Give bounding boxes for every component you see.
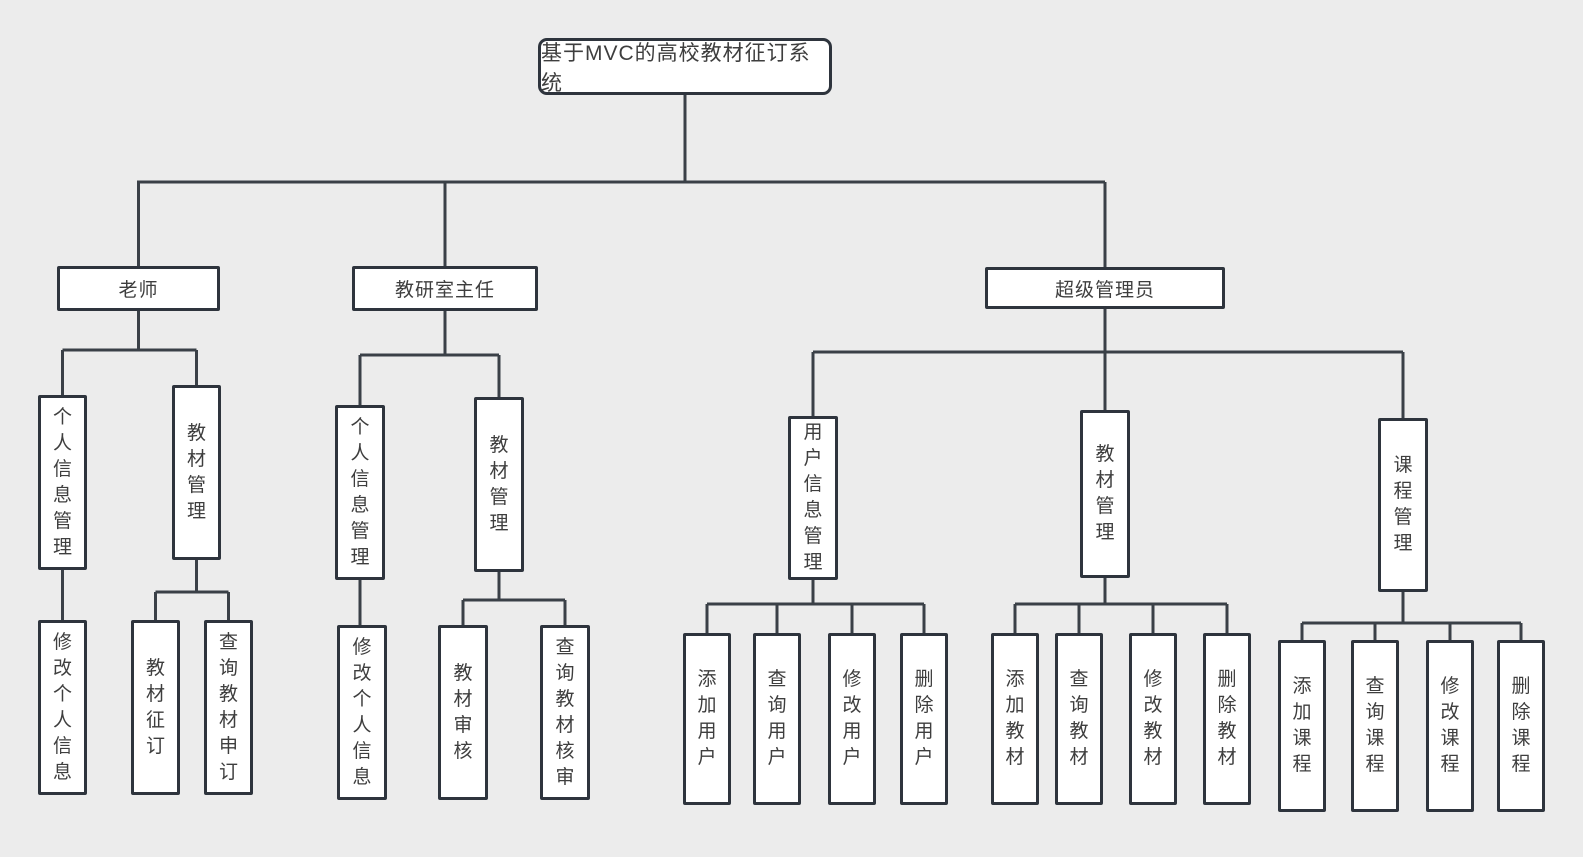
action-node-admin-user-delete-label: 删除用户: [914, 669, 934, 768]
root-node: 基于MVC的高校教材征订系统: [538, 38, 832, 95]
action-node-teacher-order-textbook-label: 教材征订: [145, 657, 165, 757]
action-node-admin-textbook-add-label: 添加教材: [1005, 669, 1025, 768]
module-node-director-textbook-label: 教材管理: [489, 434, 509, 534]
branch-node-director: 教研室主任: [352, 266, 538, 311]
module-node-teacher-profile: 个人信息管理: [38, 395, 87, 570]
module-node-director-profile: 个人信息管理: [335, 405, 385, 580]
action-node-admin-textbook-query: 查询教材: [1055, 633, 1103, 805]
action-node-admin-course-query-label: 查询课程: [1365, 676, 1385, 775]
action-node-admin-course-query: 查询课程: [1351, 640, 1399, 812]
action-node-admin-textbook-delete-label: 删除教材: [1217, 669, 1237, 768]
action-node-director-edit-profile: 修改个人信息: [337, 625, 387, 800]
action-node-teacher-order-textbook: 教材征订: [131, 620, 180, 795]
action-node-teacher-edit-profile: 修改个人信息: [38, 620, 87, 795]
module-node-admin-course: 课程管理: [1378, 418, 1428, 592]
action-node-director-edit-profile-label: 修改个人信息: [352, 636, 372, 788]
module-node-admin-course-label: 课程管理: [1393, 455, 1413, 554]
module-node-director-profile-label: 个人信息管理: [350, 416, 370, 568]
action-node-admin-textbook-edit-label: 修改教材: [1143, 669, 1163, 768]
action-node-admin-user-query-label: 查询用户: [767, 669, 787, 768]
module-node-teacher-textbook: 教材管理: [172, 385, 221, 560]
module-node-director-textbook: 教材管理: [474, 397, 524, 572]
action-node-admin-textbook-add: 添加教材: [991, 633, 1039, 805]
action-node-teacher-query-order: 查询教材申订: [204, 620, 253, 795]
branch-node-director-label: 教研室主任: [394, 280, 495, 301]
action-node-admin-textbook-delete: 删除教材: [1203, 633, 1251, 805]
action-node-director-review-textbook: 教材审核: [438, 625, 488, 800]
action-node-director-query-review-label: 查询教材核审: [555, 636, 575, 788]
action-node-teacher-edit-profile-label: 修改个人信息: [52, 631, 72, 783]
action-node-admin-course-edit: 修改课程: [1426, 640, 1474, 812]
action-node-admin-user-query: 查询用户: [753, 633, 801, 805]
action-node-admin-course-delete: 删除课程: [1497, 640, 1545, 812]
module-node-admin-user: 用户信息管理: [788, 416, 838, 580]
action-node-admin-user-edit: 修改用户: [828, 633, 876, 805]
action-node-director-review-textbook-label: 教材审核: [453, 662, 473, 762]
action-node-admin-user-delete: 删除用户: [900, 633, 948, 805]
module-node-admin-user-label: 用户信息管理: [803, 422, 823, 573]
action-node-admin-textbook-query-label: 查询教材: [1069, 669, 1089, 768]
branch-node-teacher: 老师: [57, 266, 220, 311]
branch-node-admin: 超级管理员: [985, 267, 1225, 309]
action-node-teacher-query-order-label: 查询教材申订: [218, 631, 238, 783]
action-node-admin-textbook-edit: 修改教材: [1129, 633, 1177, 805]
action-node-admin-course-delete-label: 删除课程: [1511, 676, 1531, 775]
root-node-label: 基于MVC的高校教材征订系统: [541, 41, 811, 95]
branch-node-teacher-label: 老师: [118, 280, 159, 301]
action-node-admin-course-add-label: 添加课程: [1292, 676, 1312, 775]
module-node-admin-textbook: 教材管理: [1080, 410, 1130, 578]
action-node-director-query-review: 查询教材核审: [540, 625, 590, 800]
action-node-admin-user-edit-label: 修改用户: [842, 669, 862, 768]
action-node-admin-course-add: 添加课程: [1278, 640, 1326, 812]
action-node-admin-user-add: 添加用户: [683, 633, 731, 805]
module-node-teacher-textbook-label: 教材管理: [186, 422, 206, 522]
action-node-admin-course-edit-label: 修改课程: [1440, 676, 1460, 775]
branch-node-admin-label: 超级管理员: [1054, 279, 1155, 301]
action-node-admin-user-add-label: 添加用户: [697, 669, 717, 768]
module-node-admin-textbook-label: 教材管理: [1095, 444, 1115, 543]
module-node-teacher-profile-label: 个人信息管理: [52, 406, 72, 558]
